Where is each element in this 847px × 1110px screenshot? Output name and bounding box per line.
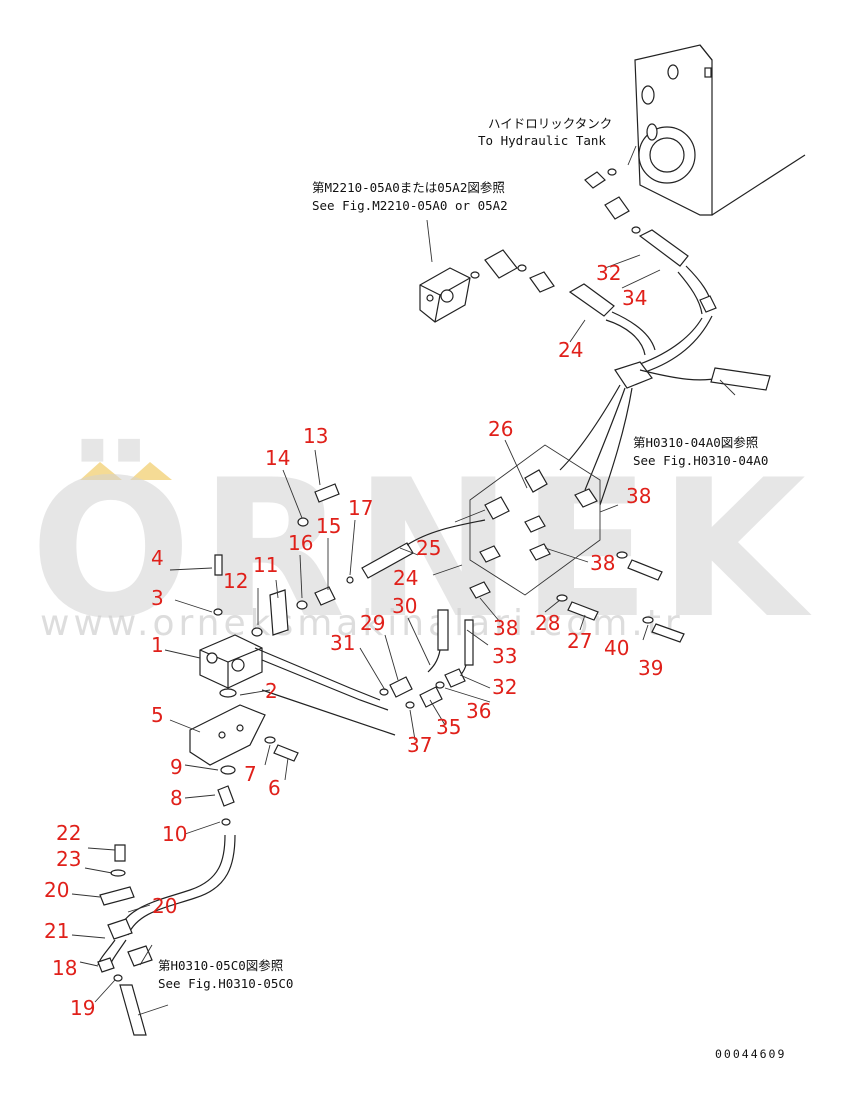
callout-23: 23	[56, 847, 81, 871]
reference-notes: ハイドロリックタンク To Hydraulic Tank 第M2210-05A0…	[158, 116, 768, 991]
callout-32-a: 32	[596, 261, 621, 285]
leader-lines	[71, 145, 736, 1016]
callout-12: 12	[223, 569, 248, 593]
callout-29: 29	[360, 611, 385, 635]
callout-32-b: 32	[492, 675, 517, 699]
note-h0310-05-en: See Fig.H0310-05C0	[158, 976, 293, 991]
note-m2210-en: See Fig.M2210-05A0 or 05A2	[312, 198, 508, 213]
callout-39: 39	[638, 656, 663, 680]
suction-pipe	[97, 834, 236, 1036]
callout-21: 21	[44, 919, 69, 943]
callout-20-b: 20	[152, 894, 177, 918]
callout-5: 5	[151, 703, 164, 727]
callout-15: 15	[316, 514, 341, 538]
callout-17: 17	[348, 496, 373, 520]
callout-38-b: 38	[590, 551, 615, 575]
callout-31: 31	[330, 631, 355, 655]
callout-25: 25	[416, 536, 441, 560]
watermark-accent-left	[80, 462, 122, 480]
watermark-brand: ÖRNEK	[30, 438, 814, 660]
callout-28: 28	[535, 611, 560, 635]
callout-8: 8	[170, 786, 183, 810]
watermark: ÖRNEK www.orneksmakinalari.com.tr	[30, 438, 814, 660]
callout-37: 37	[407, 733, 432, 757]
hose-manifold	[559, 361, 771, 506]
callout-36: 36	[466, 699, 491, 723]
note-tank-en: To Hydraulic Tank	[478, 133, 606, 148]
callout-7: 7	[244, 762, 257, 786]
callout-19: 19	[70, 996, 95, 1020]
callout-16: 16	[288, 531, 313, 555]
callout-38-a: 38	[626, 484, 651, 508]
watermark-accent-right	[130, 462, 172, 480]
callout-4: 4	[151, 546, 164, 570]
callout-26: 26	[488, 417, 513, 441]
callout-33: 33	[492, 644, 517, 668]
callout-1: 1	[151, 633, 164, 657]
note-h0310-04-jp: 第H0310-04A0図参照	[633, 435, 758, 450]
callout-38-c: 38	[493, 616, 518, 640]
callout-6: 6	[268, 776, 281, 800]
callout-numbers: 1 2 3 4 5 6 7 8 9 10 11 12 13 14 15 16 1…	[44, 261, 663, 1020]
callout-3: 3	[151, 586, 164, 610]
callout-24-a: 24	[558, 338, 583, 362]
callout-35: 35	[436, 715, 461, 739]
pump-assembly	[189, 483, 396, 826]
tank-return-line	[584, 168, 717, 373]
callout-24-b: 24	[393, 566, 418, 590]
callout-9: 9	[170, 755, 183, 779]
hoses-center	[361, 519, 486, 709]
callout-18: 18	[52, 956, 77, 980]
callout-22: 22	[56, 821, 81, 845]
note-tank-jp: ハイドロリックタンク	[488, 116, 612, 131]
document-id: 00044609	[715, 1047, 786, 1061]
note-m2210-jp: 第M2210-05A0または05A2図参照	[312, 180, 505, 195]
callout-14: 14	[265, 446, 290, 470]
callout-30: 30	[392, 594, 417, 618]
callout-13: 13	[303, 424, 328, 448]
note-h0310-04-en: See Fig.H0310-04A0	[633, 453, 768, 468]
callout-27: 27	[567, 629, 592, 653]
callout-34: 34	[622, 286, 647, 310]
callout-10: 10	[162, 822, 187, 846]
callout-20-a: 20	[44, 878, 69, 902]
hydraulic-tank	[634, 44, 806, 216]
callout-2: 2	[265, 679, 278, 703]
callout-40: 40	[604, 636, 629, 660]
note-h0310-05-jp: 第H0310-05C0図参照	[158, 958, 283, 973]
bracket-assembly	[469, 444, 685, 643]
valve-block	[419, 249, 656, 356]
callout-11: 11	[253, 553, 278, 577]
